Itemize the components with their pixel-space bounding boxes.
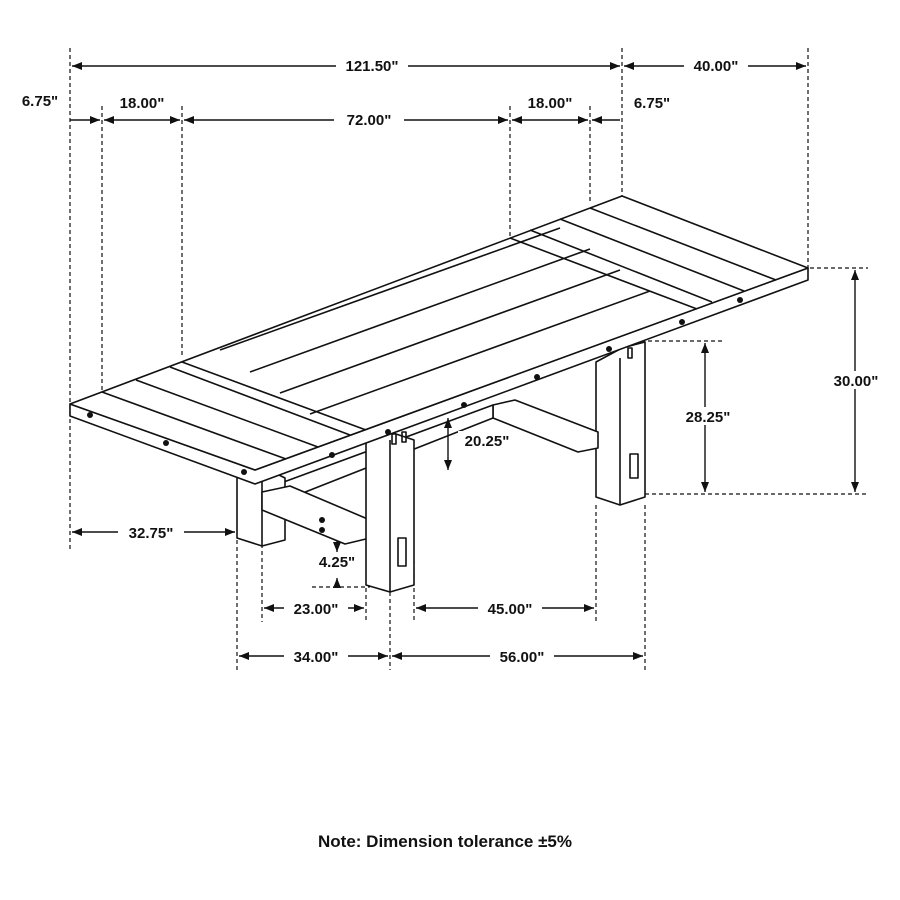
tolerance-note: Note: Dimension tolerance ±5% xyxy=(318,832,572,851)
table-illustration xyxy=(69,195,809,593)
bolts xyxy=(87,297,743,533)
foot-height-label: 4.25" xyxy=(319,554,355,571)
leaf-right-label: 18.00" xyxy=(528,95,573,112)
center-length-label: 72.00" xyxy=(347,112,392,129)
overall-length-label: 121.50" xyxy=(346,58,399,75)
label-backgrounds xyxy=(118,57,886,665)
overhang-left-label: 6.75" xyxy=(22,93,58,110)
height-label: 30.00" xyxy=(834,373,879,390)
base-length-label: 56.00" xyxy=(500,649,545,666)
depth-label: 40.00" xyxy=(694,58,739,75)
apron-height-label: 28.25" xyxy=(686,409,731,426)
base-depth-label: 32.75" xyxy=(129,525,174,542)
base-width-label: 34.00" xyxy=(294,649,339,666)
stretcher-height-label: 20.25" xyxy=(465,433,510,450)
leg-depth-label: 23.00" xyxy=(294,601,339,618)
stretcher-length-label: 45.00" xyxy=(488,601,533,618)
table-top xyxy=(69,195,809,471)
dimension-labels: 121.50" 40.00" 6.75" 18.00" 72.00" 18.00… xyxy=(22,58,878,666)
overhang-right-label: 6.75" xyxy=(634,95,670,112)
leaf-left-label: 18.00" xyxy=(120,95,165,112)
